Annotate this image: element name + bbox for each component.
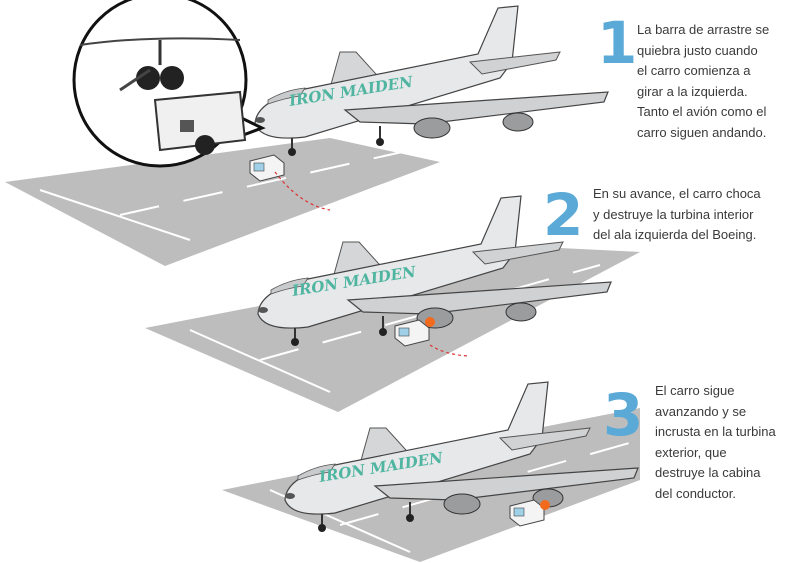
text-line: La barra de arrastre se — [637, 22, 770, 37]
text-line: exterior, que — [655, 444, 727, 460]
text-line: el carro comienza a — [637, 63, 751, 78]
text-line: destruye la cabina — [655, 465, 761, 480]
path-arrow-2 — [429, 344, 471, 357]
text-line: girar a la izquierda. — [637, 83, 748, 99]
step-number-2: 2 — [543, 181, 584, 249]
text-line: del conductor. — [655, 485, 736, 501]
text-line: El carro sigue — [655, 383, 735, 398]
runway-1 — [5, 138, 440, 266]
path-arrow-1 — [274, 171, 331, 211]
step-text-2: En su avance, el carro choca y destruye … — [593, 184, 761, 246]
text-line: quiebra justo cuando — [637, 42, 758, 58]
text-line: carro siguen andando. — [637, 124, 767, 140]
step-number-3: 3 — [603, 381, 644, 449]
step-text-1: La barra de arrastre se quiebra justo cu… — [637, 20, 769, 143]
step-number-1: 1 — [597, 9, 638, 77]
text-line: Tanto el avión como el — [637, 104, 767, 119]
text-line: del ala izquierda del Boeing. — [593, 227, 757, 242]
text-line: avanzando y se — [655, 403, 747, 419]
text-line: y destruye la turbina interior — [593, 206, 754, 222]
text-line: En su avance, el carro choca — [593, 186, 761, 201]
detail-inset — [72, 0, 266, 168]
airplane-step-1 — [254, 5, 609, 157]
text-line: incrusta en la turbina — [655, 424, 776, 439]
step-text-3: El carro sigue avanzando y se incrusta e… — [655, 381, 776, 504]
